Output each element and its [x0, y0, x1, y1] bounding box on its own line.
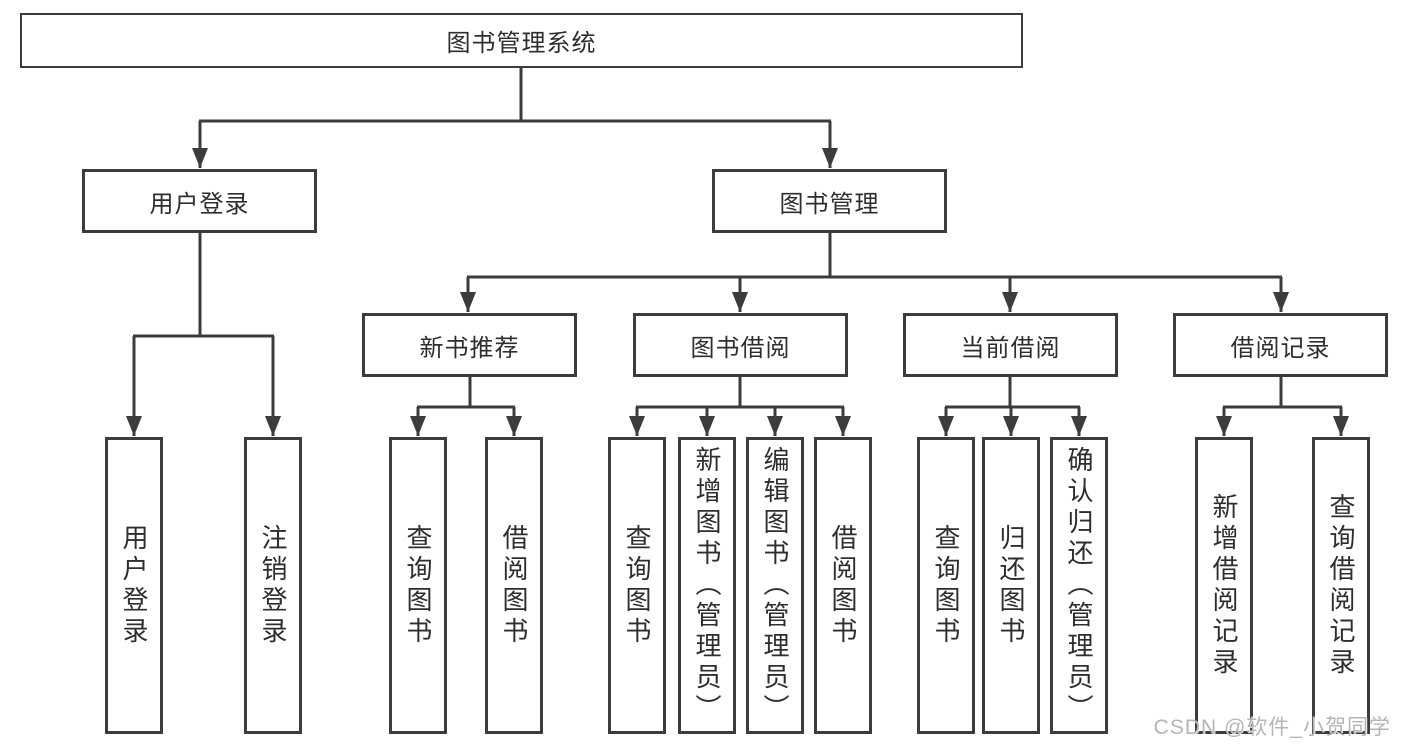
leaf-newbooks-query-books: 查询图书: [389, 437, 447, 734]
leaf-borrow-borrow-books: 借阅图书: [814, 437, 872, 734]
leaf-borrow-query-books: 查询图书: [608, 437, 666, 734]
node-book-management: 图书管理: [712, 169, 947, 233]
leaf-current-query-books: 查询图书: [917, 437, 975, 734]
leaf-records-query-record: 查询借阅记录: [1312, 437, 1370, 734]
leaf-records-add-record: 新增借阅记录: [1195, 437, 1253, 734]
node-library-system: 图书管理系统: [20, 13, 1023, 68]
node-borrow-records: 借阅记录: [1173, 313, 1388, 377]
leaf-logout-login: 注销登录: [244, 437, 302, 734]
node-book-borrow: 图书借阅: [633, 313, 848, 377]
node-user-login: 用户登录: [82, 169, 317, 233]
csdn-watermark: CSDN @软件_小贺同学: [1153, 716, 1391, 739]
leaf-current-confirm-return-admin: 确认归还（管理员）: [1050, 437, 1108, 734]
leaf-borrow-add-books-admin: 新增图书（管理员）: [678, 437, 736, 734]
leaf-newbooks-borrow-books: 借阅图书: [485, 437, 543, 734]
node-current-borrow: 当前借阅: [903, 313, 1118, 377]
node-new-book-recommend: 新书推荐: [362, 313, 577, 377]
leaf-current-return-books: 归还图书: [982, 437, 1040, 734]
leaf-user-login: 用户登录: [105, 437, 163, 734]
leaf-borrow-edit-books-admin: 编辑图书（管理员）: [746, 437, 804, 734]
